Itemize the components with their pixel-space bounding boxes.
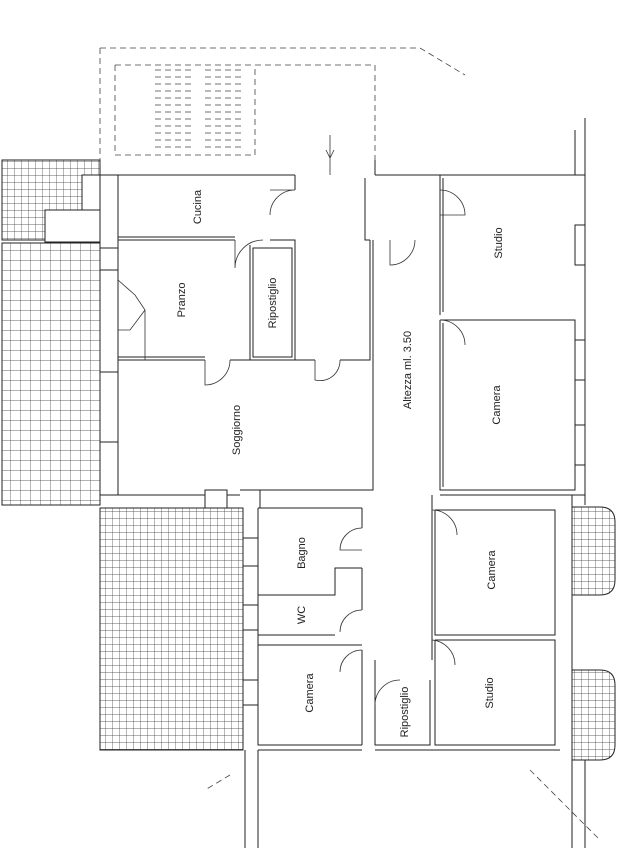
windows <box>99 224 586 706</box>
room-label-ripostiglio: Ripostiglio <box>267 278 279 329</box>
room-label-bagno: Bagno <box>296 537 308 569</box>
stair-small <box>44 209 101 243</box>
terrace-lower-left <box>99 507 244 751</box>
room-label-studio: Studio <box>493 227 505 258</box>
corridor-height-label: Altezza ml. 3.50 <box>402 331 414 409</box>
room-label-camera: Camera <box>486 550 498 590</box>
doors <box>204 189 466 706</box>
room-label-studio: Studio <box>484 677 496 708</box>
room-label-soggiorno: Soggiorno <box>231 405 243 455</box>
terrace-left <box>1 242 101 506</box>
balcony-right-1 <box>571 506 616 596</box>
room-label-wc: WC <box>296 606 308 624</box>
room-label-pranzo: Pranzo <box>176 283 188 318</box>
balcony-right-2 <box>571 669 616 761</box>
room-label-cucina: Cucina <box>192 189 204 224</box>
room-label-camera: Camera <box>304 673 316 713</box>
room-label-ripostiglio: Ripostiglio <box>399 687 411 738</box>
stair-small-2 <box>81 174 101 211</box>
external-stair <box>99 47 466 175</box>
walls <box>99 118 586 848</box>
room-label-camera: Camera <box>491 385 503 425</box>
